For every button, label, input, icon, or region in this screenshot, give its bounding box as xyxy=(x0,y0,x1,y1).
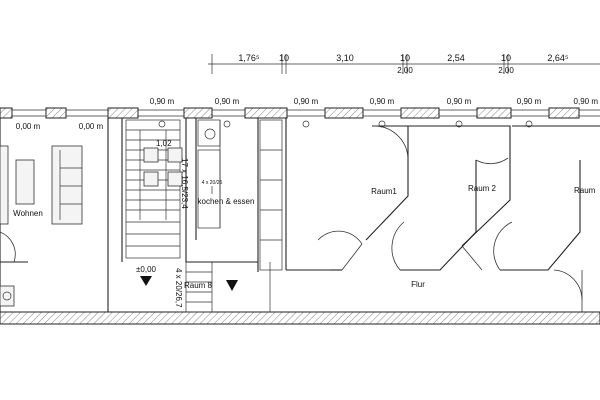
room-label-raum1: Raum1 xyxy=(371,187,397,196)
door-swing xyxy=(553,269,583,301)
wall-segment xyxy=(45,107,67,119)
dim-secondary-2: 2,00 xyxy=(498,66,514,75)
kitchen-area: 4 x 20/26 kochen & essen Raum 8 xyxy=(184,118,283,312)
door-swing xyxy=(391,221,405,271)
dim-segment-1: 1,76⁵ xyxy=(238,53,260,63)
chair xyxy=(167,147,183,163)
dim-segment-6: 10 xyxy=(501,53,511,63)
room-label-kochen: kochen & essen xyxy=(198,197,255,206)
sink xyxy=(0,285,15,307)
dimension-chain: 1,76⁵ 10 3,10 10 2,54 10 2,64⁵ 2,00 2,00 xyxy=(208,53,600,75)
window-label: 0,90 m xyxy=(447,97,472,106)
exterior-walls xyxy=(0,107,600,325)
chair xyxy=(143,147,159,163)
small-tag: 4 x 20/26 xyxy=(202,180,223,186)
sofa xyxy=(51,145,83,225)
column-marker-icon xyxy=(223,120,231,128)
dim-segment-4: 10 xyxy=(400,53,410,63)
dim-secondary-1: 2,00 xyxy=(397,66,413,75)
room-label-raum8: Raum 8 xyxy=(184,281,213,290)
wall-segment xyxy=(400,107,440,119)
window-label: 0,90 m xyxy=(517,97,542,106)
markers xyxy=(158,120,533,128)
window-label: 0,90 m xyxy=(150,97,175,106)
rooms-right: Raum1 Raum 2 Raum Flur xyxy=(285,118,600,312)
door-swing xyxy=(371,125,409,159)
door-swing xyxy=(493,221,513,271)
sill-label: 0,00 m xyxy=(79,122,104,131)
wall-segment xyxy=(548,107,580,119)
stair-treads-lower xyxy=(186,271,212,303)
room-label-raum2: Raum 2 xyxy=(468,184,497,193)
door-swing xyxy=(0,231,16,263)
wall-segment xyxy=(244,107,288,119)
room-label-flur: Flur xyxy=(411,280,425,289)
stair-label-top: 1,02 xyxy=(156,139,172,148)
dim-segment-5: 2,54 xyxy=(447,53,465,63)
sofa xyxy=(0,145,9,225)
wall-segment xyxy=(107,107,139,119)
level-mark: ±0,00 xyxy=(136,265,157,274)
door-swing xyxy=(317,230,363,245)
level-marker-icon xyxy=(140,276,152,286)
wall-segment xyxy=(476,107,512,119)
door-swing xyxy=(475,157,509,165)
window-labels: 0,90 m 0,90 m 0,90 m 0,90 m 0,90 m 0,90 … xyxy=(16,97,599,131)
living-area: Wohnen xyxy=(0,118,83,312)
windows xyxy=(12,109,600,117)
stair-label-lower: 4 x 20/26,7 xyxy=(174,268,183,308)
chair xyxy=(167,171,183,187)
wall-segment xyxy=(183,107,213,119)
dim-segment-3: 3,10 xyxy=(336,53,354,63)
room-label-wohnen: Wohnen xyxy=(13,209,43,218)
wall-segment xyxy=(0,107,13,119)
column-marker-icon xyxy=(455,120,463,128)
level-marker-icon xyxy=(226,280,238,291)
sink-drain xyxy=(2,291,12,301)
window-label: 0,90 m xyxy=(370,97,395,106)
coffee-table xyxy=(15,159,35,205)
chair xyxy=(143,171,159,187)
stair-label-vertical: 17 x 16,5/23,4 xyxy=(180,158,189,209)
column-marker-icon xyxy=(525,120,533,128)
column-marker-icon xyxy=(302,120,310,128)
window-label: 0,90 m xyxy=(294,97,319,106)
stove-burner-icon xyxy=(204,128,216,140)
wall-bottom xyxy=(0,311,600,325)
stair-treads xyxy=(126,129,180,247)
room-label-raum3: Raum xyxy=(574,186,596,195)
sill-label: 0,00 m xyxy=(16,122,41,131)
column-marker-icon xyxy=(378,120,386,128)
wall-segment xyxy=(324,107,364,119)
column-marker-icon xyxy=(158,120,166,128)
window-label: 0,90 m xyxy=(215,97,240,106)
dim-segment-2: 10 xyxy=(279,53,289,63)
dim-segment-7: 2,64⁵ xyxy=(547,53,569,63)
window-label: 0,90 m xyxy=(574,97,599,106)
